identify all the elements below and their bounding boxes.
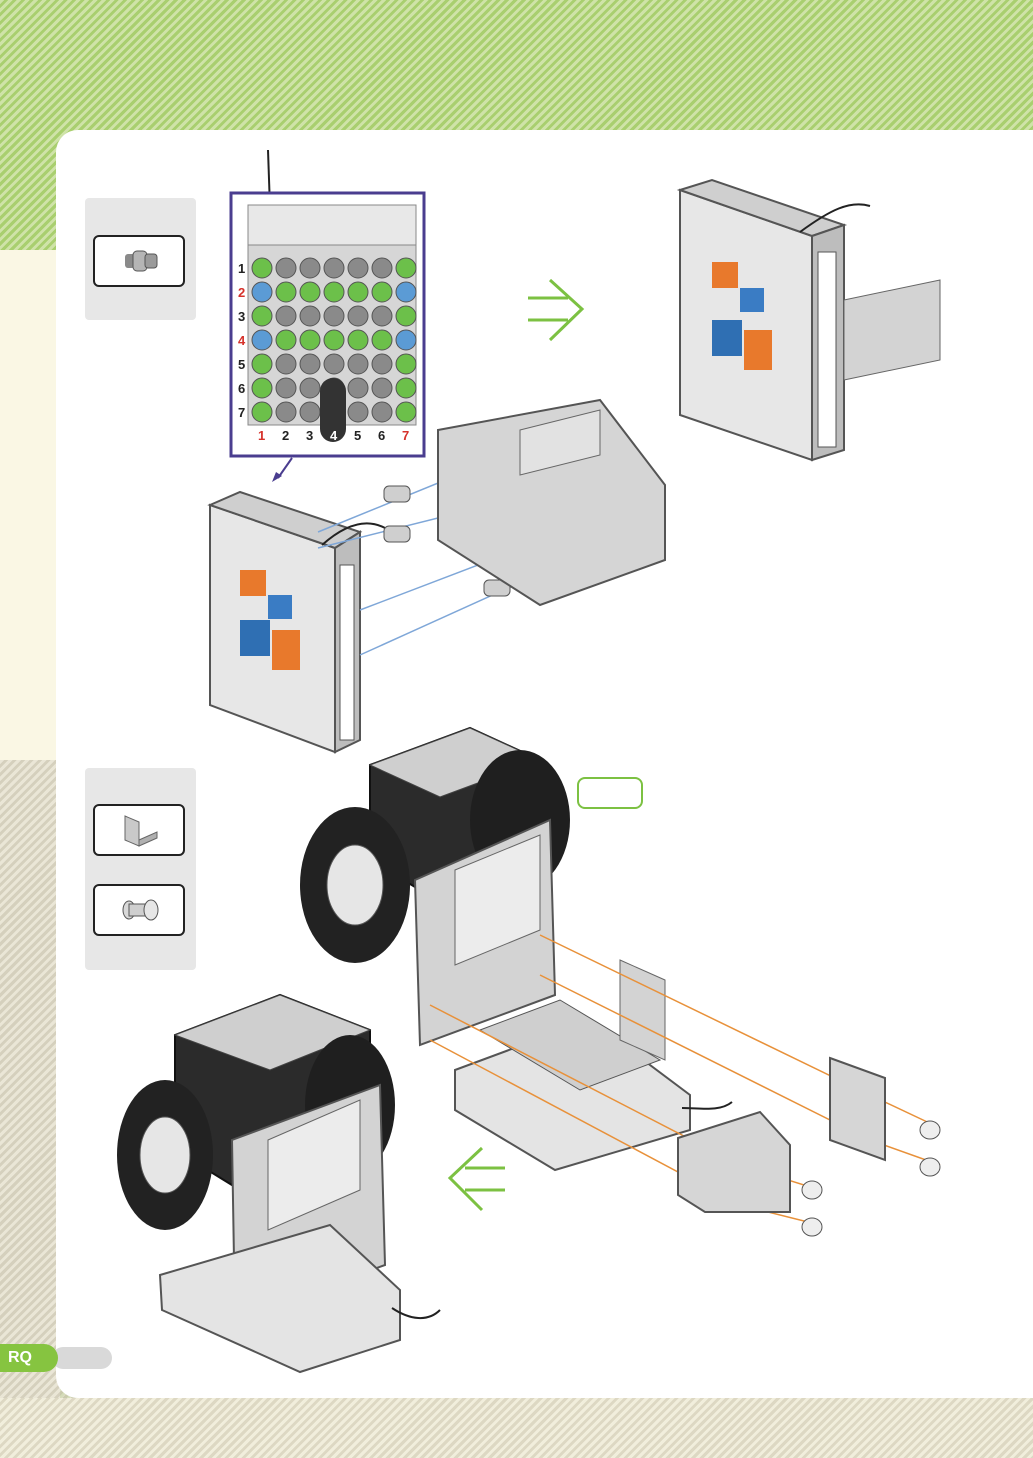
hole-r6-c2 [276, 378, 296, 398]
col-label: 4 [330, 428, 338, 443]
hole-r7-c6 [372, 402, 392, 422]
col-label: 3 [306, 428, 313, 443]
hole-r1-c1 [252, 258, 272, 278]
hole-r5-c6 [372, 354, 392, 374]
hole-r4-c1 [252, 330, 272, 350]
hole-r1-c7 [396, 258, 416, 278]
controller-assembled [680, 180, 940, 460]
brand-logo-text: RQ [8, 1349, 32, 1367]
col-label: 5 [354, 428, 361, 443]
row-label: 6 [238, 381, 245, 396]
hole-r5-c3 [300, 354, 320, 374]
hole-r6-c5 [348, 378, 368, 398]
hole-r3-c5 [348, 306, 368, 326]
page-number-pill [52, 1347, 112, 1369]
row-label: 4 [238, 333, 246, 348]
hole-r2-c6 [372, 282, 392, 302]
hole-r5-c1 [252, 354, 272, 374]
controller-hole-diagram: 1 2 3 4 5 6 7 1 2 3 4 5 6 7 [231, 150, 424, 482]
step-number-tag [577, 777, 643, 809]
hole-r3-c6 [372, 306, 392, 326]
hole-r4-c5 [348, 330, 368, 350]
row-label: 1 [238, 261, 245, 276]
hole-r3-c2 [276, 306, 296, 326]
hole-r2-c4 [324, 282, 344, 302]
hole-r1-c6 [372, 258, 392, 278]
col-label: 2 [282, 428, 289, 443]
hole-r1-c4 [324, 258, 344, 278]
row-label: 3 [238, 309, 245, 324]
previous-arrow [450, 1148, 505, 1210]
hole-r7-c3 [300, 402, 320, 422]
hole-r3-c1 [252, 306, 272, 326]
hole-r2-c5 [348, 282, 368, 302]
hole-r7-c7 [396, 402, 416, 422]
hole-r2-c2 [276, 282, 296, 302]
brand-logo-badge: RQ [0, 1344, 58, 1372]
hole-r1-c3 [300, 258, 320, 278]
hole-r2-c3 [300, 282, 320, 302]
robot-assembled [117, 995, 440, 1372]
hole-r6-c7 [396, 378, 416, 398]
hole-r1-c2 [276, 258, 296, 278]
hole-r5-c7 [396, 354, 416, 374]
hole-r5-c4 [324, 354, 344, 374]
row-label: 5 [238, 357, 245, 372]
hole-r4-c2 [276, 330, 296, 350]
hole-r4-c3 [300, 330, 320, 350]
hole-r6-c1 [252, 378, 272, 398]
hole-r5-c5 [348, 354, 368, 374]
col-label: 1 [258, 428, 265, 443]
hole-r2-c7 [396, 282, 416, 302]
hole-r2-c1 [252, 282, 272, 302]
hole-r4-c4 [324, 330, 344, 350]
hole-r7-c5 [348, 402, 368, 422]
hole-r4-c7 [396, 330, 416, 350]
hole-r7-c2 [276, 402, 296, 422]
next-arrow [528, 280, 582, 340]
hole-r3-c7 [396, 306, 416, 326]
col-label: 7 [402, 428, 409, 443]
hole-r7-c1 [252, 402, 272, 422]
hole-r3-c3 [300, 306, 320, 326]
row-label: 7 [238, 405, 245, 420]
hole-r6-c3 [300, 378, 320, 398]
hole-r4-c6 [372, 330, 392, 350]
hole-r5-c2 [276, 354, 296, 374]
hole-r6-c6 [372, 378, 392, 398]
hole-r1-c5 [348, 258, 368, 278]
footer-brand: RQ [0, 1344, 112, 1372]
hole-r3-c4 [324, 306, 344, 326]
row-label: 2 [238, 285, 245, 300]
col-label: 6 [378, 428, 385, 443]
